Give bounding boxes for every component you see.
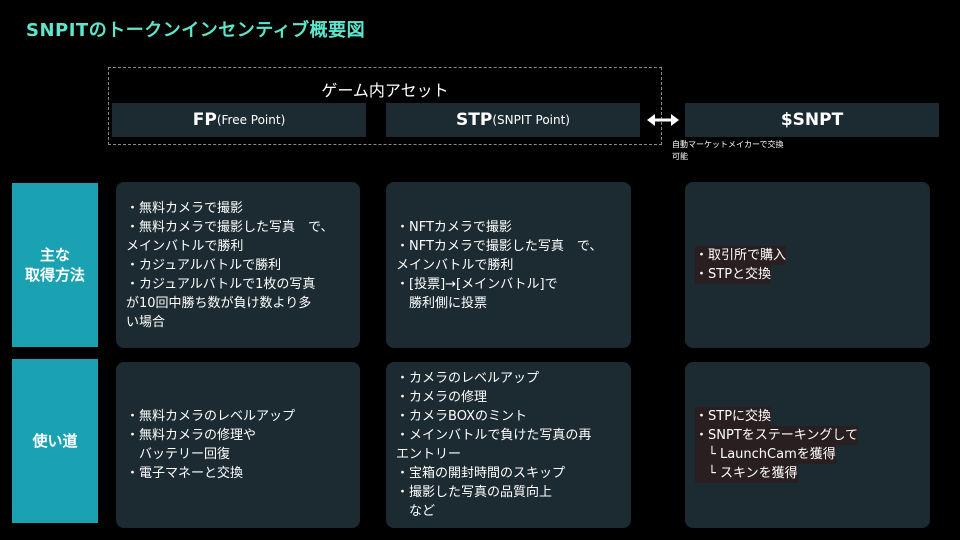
cell-line: ・STPに交換: [695, 407, 920, 426]
row-header-use: 使い道: [12, 359, 98, 523]
cell-line-text: ・SNPTをステーキングして: [695, 426, 858, 445]
cell-line-text: ・STPと交換: [695, 265, 772, 284]
in-game-assets-group: ゲーム内アセット: [108, 67, 662, 145]
page-title: SNPITのトークンインセンティブ概要図: [26, 20, 366, 41]
double-arrow-icon: [647, 114, 679, 126]
cell-line: ・カジュアルバトルで勝利: [126, 257, 282, 273]
amm-exchange-note: 自動マーケットメイカーで交換可能: [672, 140, 784, 161]
stp-subtitle: (SNPIT Point): [492, 113, 570, 127]
cell-line-text: ・取引所で購入: [695, 246, 787, 265]
fp-use-cell: ・無料カメラのレベルアップ・無料カメラの修理や バッテリー回復・電子マネーと交換: [116, 362, 360, 528]
cell-line-text: └ スキンを獲得: [695, 464, 798, 483]
snpt-acquire-cell: ・取引所で購入・STPと交換: [685, 182, 930, 348]
cell-line: ・取引所で購入: [695, 246, 920, 265]
row-header-use-label: 使い道: [32, 432, 78, 450]
snpt-use-cell: ・STPに交換・SNPTをステーキングして └ LaunchCamを獲得 └ ス…: [685, 362, 930, 528]
cell-line: 勝利側に投票: [396, 295, 488, 311]
cell-line: メインバトルで勝利: [396, 257, 514, 273]
cell-line: ・[投票]→[メインバトル]で: [396, 276, 558, 292]
cell-line: バッテリー回復: [126, 447, 231, 462]
cell-line: ・カジュアルバトルで1枚の写真: [126, 276, 316, 292]
row-header-acquire-label: 主な 取得方法: [24, 246, 85, 284]
cell-line: ・STPと交換: [695, 265, 920, 284]
cell-line: ・NFTカメラで撮影: [396, 219, 512, 235]
row-header-acquire: 主な 取得方法: [12, 183, 98, 347]
cell-line: エントリー: [396, 447, 462, 462]
fp-name: FP: [192, 110, 217, 130]
cell-line: ・カメラのレベルアップ: [396, 371, 540, 386]
cell-line: ・無料カメラの修理や: [126, 428, 257, 443]
stp-acquire-cell: ・NFTカメラで撮影・NFTカメラで撮影した写真 で、メインバトルで勝利・[投票…: [386, 182, 631, 348]
cell-line-text: ・STPに交換: [695, 407, 772, 426]
snpt-header: $SNPT: [685, 103, 939, 137]
cell-line: └ スキンを獲得: [695, 464, 920, 483]
stp-header: STP(SNPIT Point): [386, 103, 640, 137]
fp-subtitle: (Free Point): [216, 113, 286, 127]
cell-line: など: [396, 504, 436, 519]
cell-line: い場合: [126, 314, 166, 330]
cell-line-text: └ LaunchCamを獲得: [695, 445, 836, 464]
cell-line: ・無料カメラで撮影した写真 で、: [126, 219, 334, 235]
cell-line: ・宝箱の開封時間のスキップ: [396, 466, 566, 481]
cell-line: ・カメラBOXのミント: [396, 409, 527, 424]
cell-line: ・無料カメラで撮影: [126, 200, 244, 216]
stp-name: STP: [456, 110, 493, 130]
stp-use-cell: ・カメラのレベルアップ・カメラの修理・カメラBOXのミント・メインバトルで負けた…: [386, 362, 631, 528]
snpt-name: $SNPT: [780, 110, 844, 130]
fp-acquire-cell: ・無料カメラで撮影・無料カメラで撮影した写真 で、メインバトルで勝利・カジュアル…: [116, 182, 360, 348]
cell-line: ・SNPTをステーキングして: [695, 426, 920, 445]
cell-line: ・カメラの修理: [396, 390, 488, 405]
in-game-assets-label: ゲーム内アセット: [321, 81, 449, 100]
fp-header: FP(Free Point): [112, 103, 366, 137]
cell-line: メインバトルで勝利: [126, 238, 244, 254]
cell-line: ・撮影した写真の品質向上: [396, 485, 553, 500]
cell-line: ・電子マネーと交換: [126, 466, 244, 481]
cell-line: ・無料カメラのレベルアップ: [126, 409, 296, 424]
cell-line: ・NFTカメラで撮影した写真 で、: [396, 238, 603, 254]
cell-line: が10回中勝ち数が負け数より多: [126, 295, 312, 311]
cell-line: ・メインバトルで負けた写真の再: [396, 428, 592, 443]
cell-line: └ LaunchCamを獲得: [695, 445, 920, 464]
